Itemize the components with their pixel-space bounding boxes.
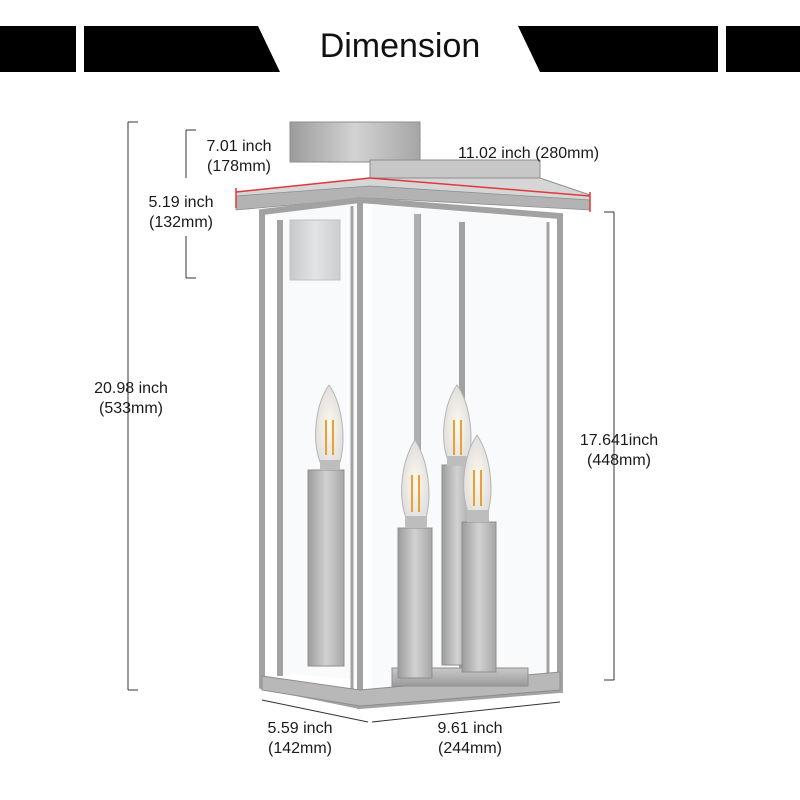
base-width-label: 9.61 inch (244mm)	[420, 719, 520, 759]
body-height-inch: 17.641inch	[579, 432, 659, 449]
base-depth-mm: (142mm)	[267, 740, 332, 757]
backplate-depth-label: 7.01 inch (178mm)	[194, 137, 284, 177]
banner-bar-right	[518, 26, 718, 72]
body-height-label: 17.641inch (448mm)	[564, 431, 674, 471]
backplate-height-inch: 5.19 inch	[148, 194, 214, 211]
backplate-height-label: 5.19 inch (132mm)	[136, 193, 226, 233]
base-width-line	[371, 701, 561, 723]
base-depth-inch: 5.59 inch	[267, 720, 333, 737]
backplate-height-mm: (132mm)	[148, 214, 213, 231]
header-banner	[0, 26, 800, 72]
bulb-3	[443, 384, 472, 466]
base-width-inch: 9.61 inch	[437, 720, 503, 737]
banner-bar-left	[84, 26, 280, 72]
dimension-lines	[127, 121, 615, 723]
banner-bar-left-edge	[0, 26, 76, 72]
bulb-1	[315, 384, 344, 470]
overall-height-inch: 20.98 inch	[94, 380, 168, 397]
overall-height-mm: (533mm)	[98, 400, 163, 417]
overall-height-label: 20.98 inch (533mm)	[76, 379, 186, 419]
base-depth-line	[261, 699, 369, 723]
top-width-label: 11.02 inch (280mm)	[458, 145, 600, 162]
backplate-depth-mm: (178mm)	[206, 158, 271, 175]
top-width-highlight	[235, 177, 591, 212]
center-rod	[414, 214, 420, 464]
bulb-2	[401, 439, 430, 528]
bulbs	[315, 384, 492, 528]
base-width-mm: (244mm)	[437, 740, 502, 757]
base-depth-label: 5.59 inch (142mm)	[250, 719, 350, 759]
backplate-depth-inch: 7.01 inch	[206, 138, 272, 155]
page-title: Dimension	[319, 27, 481, 65]
roof-cap	[235, 159, 591, 211]
body-height-mm: (448mm)	[586, 452, 651, 469]
banner-bar-right-edge	[726, 26, 800, 72]
candle-sleeves	[307, 464, 497, 679]
bulb-4	[463, 434, 492, 522]
